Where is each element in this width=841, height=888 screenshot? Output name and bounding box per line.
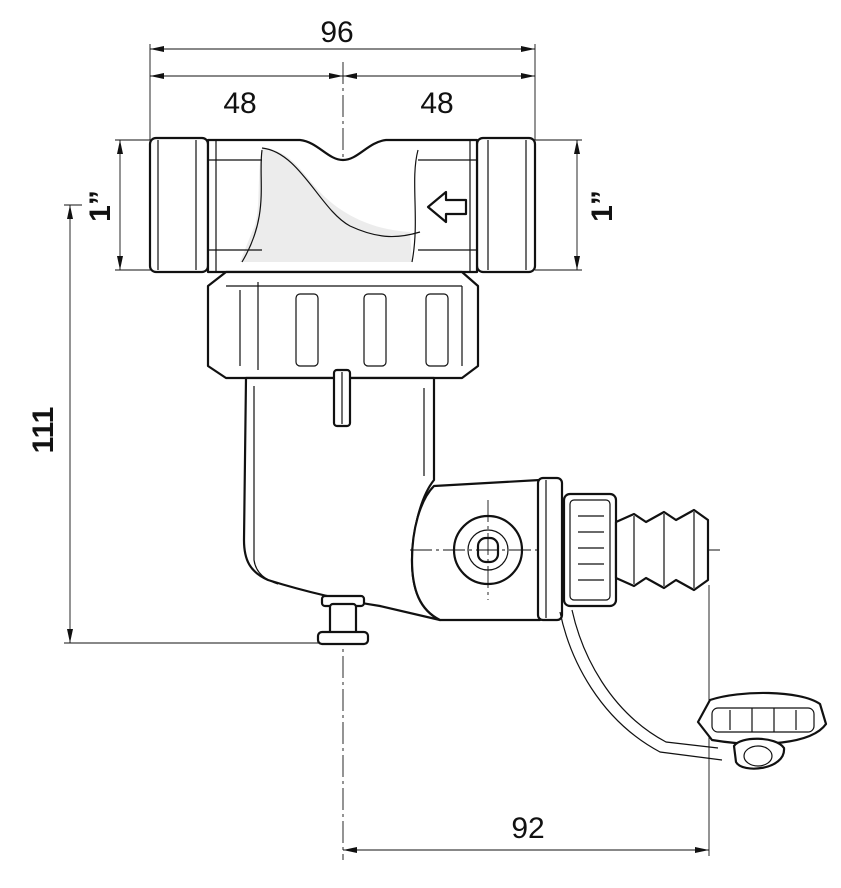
dimension-label-thread-left: 1” xyxy=(84,190,117,222)
dimension-label-height: 111 xyxy=(27,407,60,454)
dimension-overall-width: 96 xyxy=(149,16,536,140)
dimension-label-left-half: 48 xyxy=(223,87,256,120)
arrow-left-icon xyxy=(426,190,468,224)
dimension-height: 111 xyxy=(27,204,345,644)
dimension-label-overall-width: 96 xyxy=(320,16,353,49)
dimension-label-thread-right: 1” xyxy=(586,190,619,222)
cap-tether xyxy=(559,609,723,761)
dimension-thread-left: 1” xyxy=(84,139,152,271)
dimension-thread-right: 1” xyxy=(535,139,619,271)
filter-head xyxy=(148,136,537,274)
drain-valve xyxy=(316,594,370,646)
outlet-nut xyxy=(562,492,618,608)
outlet-housing xyxy=(410,476,720,622)
dimension-label-right-half: 48 xyxy=(420,87,453,120)
outlet-cap xyxy=(696,691,828,770)
dimension-label-outlet-offset: 92 xyxy=(511,812,544,845)
dimension-half-widths: 48 48 xyxy=(150,73,535,120)
filter-bowl xyxy=(242,368,442,622)
dimension-outlet-offset: 92 xyxy=(343,585,710,856)
bowl-ring xyxy=(206,270,480,380)
hose-barb xyxy=(614,508,710,592)
